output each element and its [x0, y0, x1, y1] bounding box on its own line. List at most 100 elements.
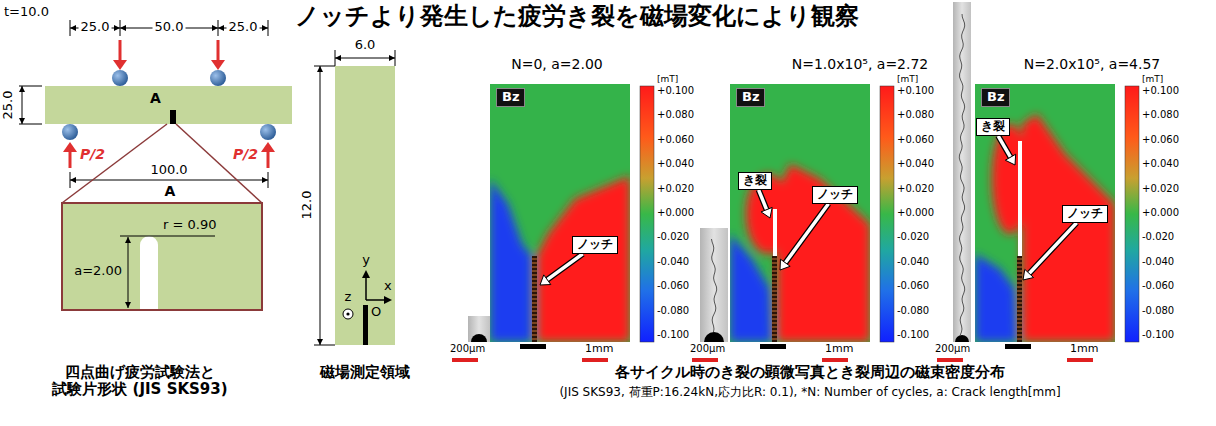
scale-bar	[822, 358, 848, 362]
field-lobes	[975, 114, 1115, 342]
notch-dash	[532, 340, 537, 342]
callout-arrow-outline	[1029, 223, 1076, 274]
notch-dash	[772, 280, 777, 282]
notch-dash	[772, 296, 777, 298]
cycle-label: N=0, a=2.00	[511, 56, 603, 72]
colorbar-value: -0.080	[1142, 305, 1174, 317]
measurement-region	[335, 66, 395, 345]
dimension-arrowhead	[19, 118, 25, 124]
dimension-line	[120, 236, 215, 237]
colorbar-value: +0.000	[1142, 207, 1179, 219]
axis-line	[365, 277, 367, 300]
callout-box: ノッチ	[572, 236, 618, 254]
notch-dash	[772, 332, 777, 334]
notch-dash	[1017, 292, 1022, 294]
positive-field	[537, 176, 630, 342]
notch-dash	[772, 284, 777, 286]
callout-arrow	[1029, 223, 1076, 274]
scale-label: 200μm	[450, 343, 485, 355]
axis-label: x	[384, 279, 392, 294]
field-component-tag: Bz	[736, 88, 765, 107]
callout-arrow	[759, 190, 767, 210]
callout-text: ノッチ	[817, 188, 853, 202]
zoom-box	[62, 203, 262, 310]
scale-bar	[582, 358, 608, 362]
notch-dash	[532, 280, 537, 282]
field-map	[975, 84, 1115, 342]
specimen-beam	[45, 86, 292, 124]
micrograph-notch	[471, 334, 487, 342]
radius-label: r = 0.90	[163, 218, 216, 233]
scale-label: 200μm	[935, 343, 970, 355]
notch-dash	[1017, 328, 1022, 330]
colorbar-value: +0.060	[897, 134, 934, 146]
support-arrowhead	[261, 142, 275, 152]
notch-dash	[1017, 276, 1022, 278]
notch-dash	[1017, 264, 1022, 266]
positive-field	[777, 164, 870, 342]
notch-dash	[772, 340, 777, 342]
notch-dash	[1017, 280, 1022, 282]
notch-dash	[1017, 296, 1022, 298]
load-arrowhead	[113, 60, 127, 70]
notch-dash	[772, 328, 777, 330]
callout-arrowhead	[540, 275, 551, 285]
notch-dash	[532, 320, 537, 322]
colorbar-value: +0.040	[1142, 158, 1179, 170]
dimension-arrowhead	[218, 25, 224, 31]
notch-dash	[772, 316, 777, 318]
dimension-label: 100.0	[150, 163, 187, 178]
notch-body	[772, 256, 777, 342]
dimension-arrowhead	[114, 25, 120, 31]
notch-dash	[532, 260, 537, 262]
sub-caption: 四点曲げ疲労試験法と 試験片形状 (JIS SKS93)	[35, 364, 245, 399]
micrograph-notch	[704, 332, 724, 342]
load-arrow	[217, 40, 220, 62]
callout-arrowhead	[1023, 269, 1034, 280]
axis-arrowhead	[384, 296, 392, 304]
colorbar-value: +0.100	[897, 85, 934, 97]
colorbar-value: +0.080	[1142, 109, 1179, 121]
notch-dash	[772, 264, 777, 266]
notch-dash	[1017, 320, 1022, 322]
support-roller	[260, 124, 276, 140]
load-label: P/2	[80, 146, 105, 162]
notch-dash	[772, 304, 777, 306]
callout-text: ノッチ	[577, 238, 613, 252]
notch-dash	[1017, 268, 1022, 270]
notch-dash	[532, 268, 537, 270]
positive-field	[992, 124, 1028, 234]
scale-bar	[937, 358, 963, 362]
figure-title: ノッチより発生した疲労き裂を磁場変化により観察	[295, 3, 859, 31]
z-axis-dot	[346, 312, 349, 315]
notch-dash	[1017, 288, 1022, 290]
notch-dash	[772, 288, 777, 290]
dimension-label: 25.0	[1, 91, 16, 120]
colorbar-value: +0.060	[1142, 134, 1179, 146]
dimension-arrowhead	[389, 55, 395, 61]
notch-body	[532, 256, 537, 342]
axis-arrowhead	[362, 270, 370, 278]
notch-dash	[532, 336, 537, 338]
colorbar-value: +0.000	[657, 207, 694, 219]
notch-bar	[520, 344, 546, 349]
notch-depth-label: a=2.00	[74, 264, 122, 279]
dimension-arrowhead	[19, 86, 25, 92]
callout-arrowhead	[1005, 154, 1015, 165]
color-bar	[880, 86, 894, 342]
micrograph-crack	[711, 239, 716, 332]
colorbar-value: -0.100	[897, 329, 929, 341]
notch-dash	[772, 272, 777, 274]
field-component-tag: Bz	[981, 88, 1010, 107]
notch-dash	[1017, 284, 1022, 286]
notch-dash	[1017, 336, 1022, 338]
support-arrow	[69, 150, 72, 168]
scale-label: 200μm	[690, 343, 725, 355]
notch-dash	[532, 332, 537, 334]
dimension-arrowhead	[335, 55, 341, 61]
notch-dash	[1017, 308, 1022, 310]
dimension-arrowhead	[70, 25, 76, 31]
colorbar-value: -0.040	[897, 256, 929, 268]
loading-roller	[112, 70, 128, 86]
